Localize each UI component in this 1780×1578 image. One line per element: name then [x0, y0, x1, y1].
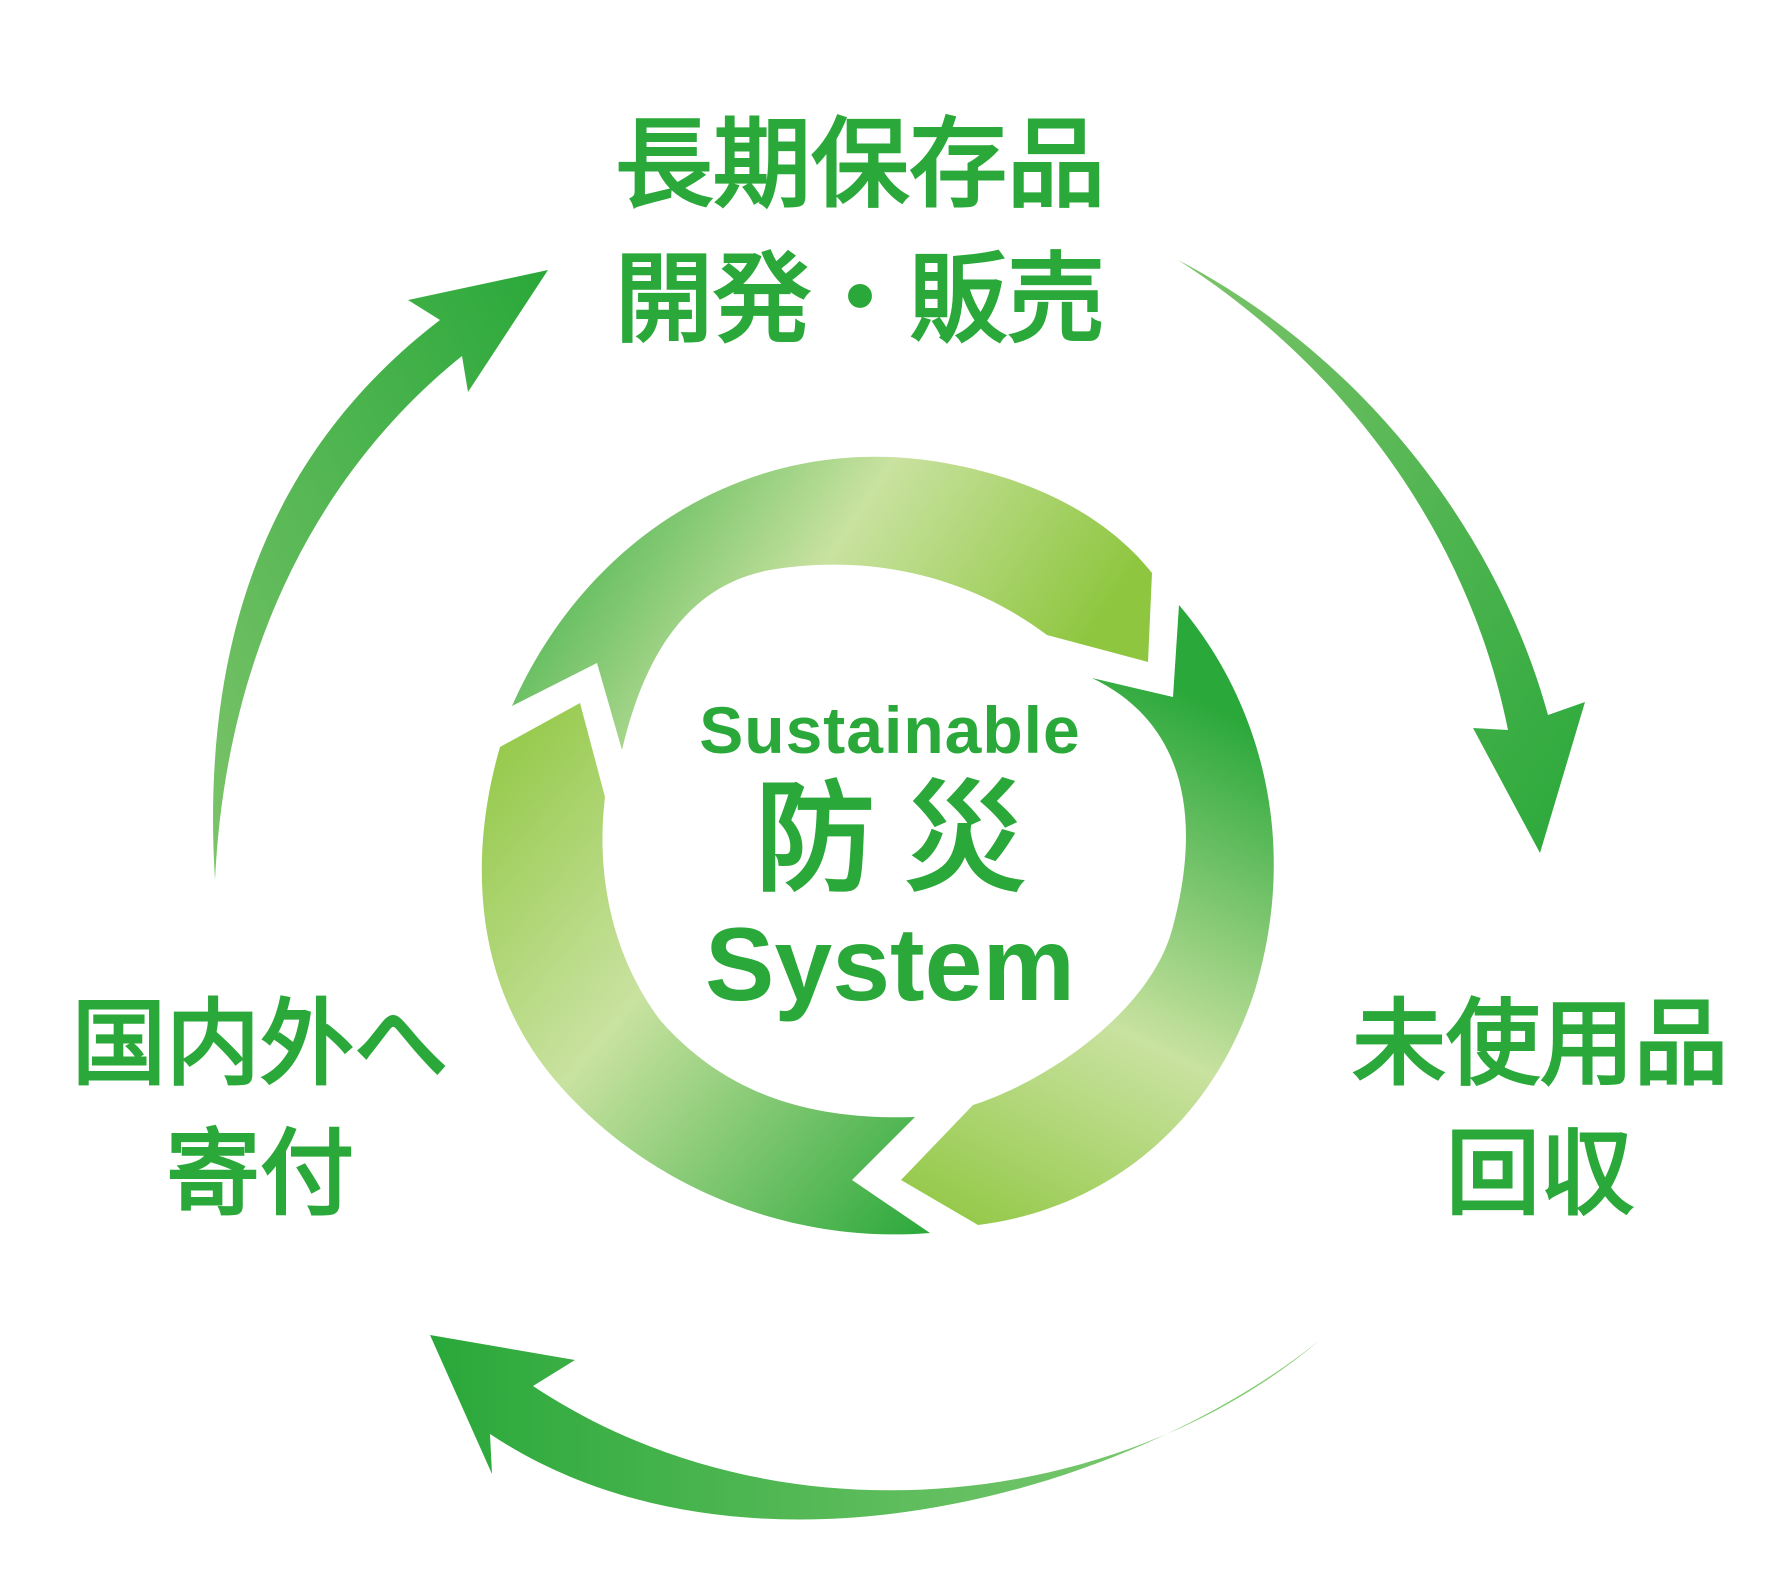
step-left-line-1: 国内外へ	[71, 990, 448, 1099]
inner-ring-segment-right	[901, 605, 1274, 1225]
step-top-line-2: 開発・販売	[614, 243, 1105, 358]
center-main-title: 防災	[755, 770, 1055, 909]
step-right-line-2: 回収	[1445, 1119, 1634, 1229]
step-label-right: 未使用品 回収	[1330, 980, 1750, 1239]
inner-ring-segment-top	[512, 456, 1152, 750]
outer-arrow-left-to-top	[213, 270, 548, 880]
step-label-left: 国内外へ 寄付	[40, 980, 480, 1239]
center-subtitle: Sustainable	[699, 693, 1081, 767]
center-title: Sustainable 防災 System	[600, 690, 1180, 1020]
outer-arrow-bottom-to-left	[430, 1335, 1320, 1520]
center-tail: System	[705, 907, 1075, 1023]
outer-arrow-top-to-right	[1178, 260, 1585, 853]
step-label-top: 長期保存品 開発・販売	[590, 98, 1130, 368]
inner-ring-segment-left	[481, 703, 930, 1235]
step-right-line-1: 未使用品	[1351, 990, 1728, 1099]
step-top-line-1: 長期保存品	[614, 108, 1105, 222]
step-left-line-2: 寄付	[165, 1119, 354, 1229]
